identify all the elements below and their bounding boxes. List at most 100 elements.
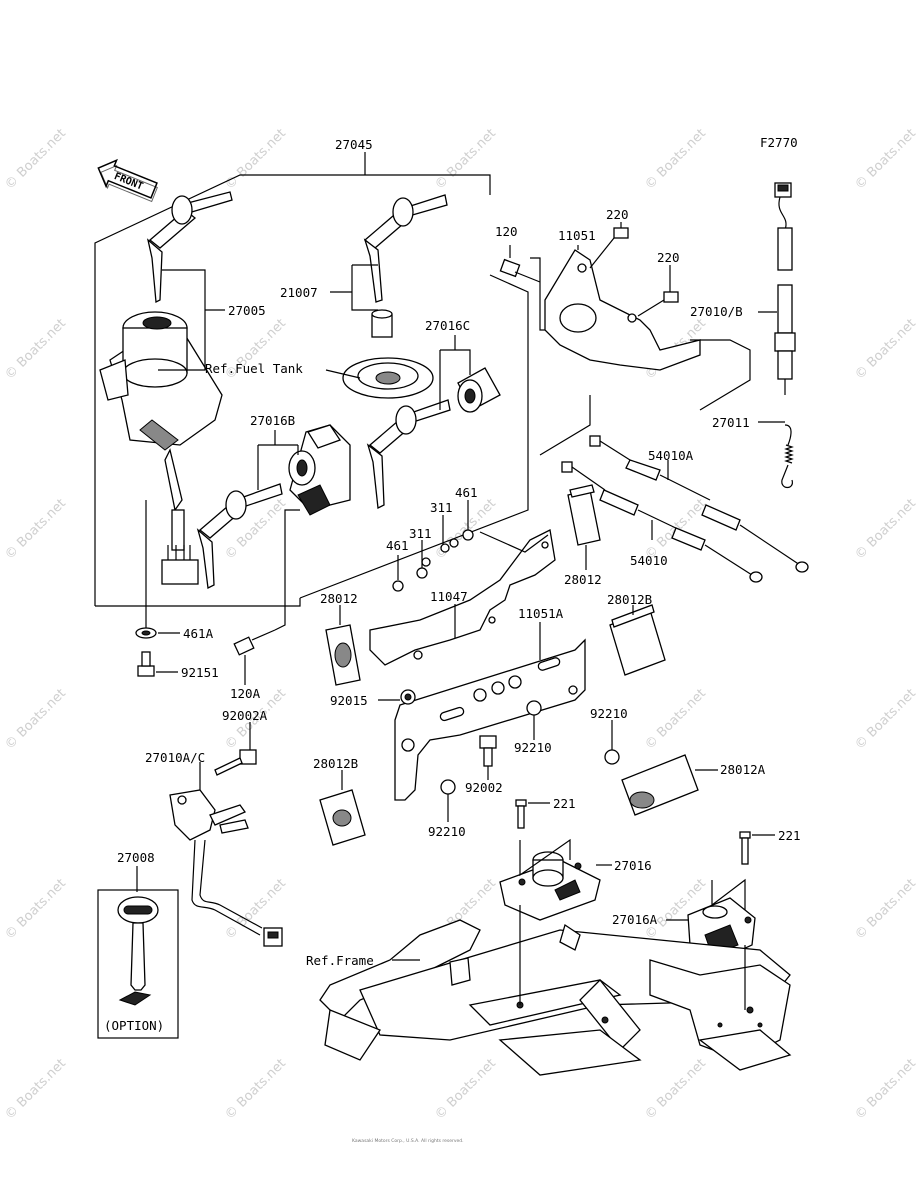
option-label: (OPTION) <box>104 1018 164 1033</box>
reflector-28012a <box>621 754 699 816</box>
part-label-11047: 11047 <box>430 589 468 604</box>
part-label-220-a: 220 <box>606 207 629 222</box>
nut-92210-b <box>604 749 620 765</box>
part-label-92210-c: 92210 <box>428 824 466 839</box>
part-label-27016b: 27016B <box>250 413 295 428</box>
watermark: © Boats.net <box>2 1056 69 1123</box>
part-label-27016: 27016 <box>614 858 652 873</box>
part-label-120: 120 <box>495 224 518 239</box>
part-label-28012-left: 28012 <box>320 591 358 606</box>
watermark: © Boats.net <box>852 126 917 193</box>
lock-housing-27016b <box>196 424 351 589</box>
nut-92210-c <box>440 779 456 795</box>
pad-28012-left <box>325 624 361 686</box>
leader-27005 <box>158 269 206 371</box>
spring-27011 <box>781 424 794 489</box>
bolt-92002a <box>214 749 257 776</box>
key-icon <box>146 191 233 304</box>
watermark: © Boats.net <box>2 316 69 383</box>
part-label-27016a: 27016A <box>612 912 658 927</box>
part-label-92210-a: 92210 <box>514 740 552 755</box>
footer-copyright: Kawasaki Motors Corp., U.S.A. All rights… <box>352 1138 464 1144</box>
bracket-11051 <box>544 249 701 371</box>
ref-frame: Ref.Frame <box>306 953 374 968</box>
bolt-220-b <box>637 265 679 317</box>
part-label-28012-right: 28012 <box>564 572 602 587</box>
watermark: © Boats.net <box>852 316 917 383</box>
watermark: © Boats.net <box>432 1056 499 1123</box>
watermark: © Boats.net <box>432 126 499 193</box>
part-label-27005: 27005 <box>228 303 266 318</box>
watermark: © Boats.net <box>222 1056 289 1123</box>
part-label-28012b-left: 28012B <box>313 756 358 771</box>
part-label-27011: 27011 <box>712 415 750 430</box>
part-label-21007: 21007 <box>280 285 318 300</box>
mount-27016 <box>499 851 601 921</box>
option-key-box <box>97 889 179 1039</box>
watermark: © Boats.net <box>2 686 69 753</box>
part-label-92210-b: 92210 <box>590 706 628 721</box>
pad-28012b-left <box>319 789 366 846</box>
watermark: © Boats.net <box>852 876 917 943</box>
part-label-27008: 27008 <box>117 850 155 865</box>
switch-27010b <box>774 182 796 395</box>
front-arrow-icon: FRONT <box>97 158 158 203</box>
cable-54010 <box>561 461 763 583</box>
screw-221-b <box>739 831 751 865</box>
bolt-120 <box>499 258 541 283</box>
part-label-92015: 92015 <box>330 693 368 708</box>
part-label-311-a: 311 <box>409 526 432 541</box>
figure-code: F2770 <box>760 135 798 150</box>
nut-92210-a <box>526 700 542 716</box>
bracket-11047 <box>369 529 556 666</box>
lock-cylinder-27016c <box>366 367 501 509</box>
watermark: © Boats.net <box>852 1056 917 1123</box>
bracket-11051a <box>394 638 586 801</box>
part-label-92151: 92151 <box>181 665 219 680</box>
part-label-92002: 92002 <box>465 780 503 795</box>
part-label-92002a: 92002A <box>222 708 268 723</box>
watermark: © Boats.net <box>642 686 709 753</box>
washers <box>392 529 474 592</box>
part-label-54010: 54010 <box>630 553 668 568</box>
watermark: © Boats.net <box>222 126 289 193</box>
part-label-11051: 11051 <box>558 228 596 243</box>
set-outline-27045 <box>94 152 529 607</box>
part-label-11051a: 11051A <box>518 606 564 621</box>
part-label-461-a: 461 <box>386 538 409 553</box>
cable-54010a <box>589 435 809 573</box>
washer-461a <box>135 627 157 639</box>
watermark: © Boats.net <box>642 126 709 193</box>
part-label-221-b: 221 <box>778 828 801 843</box>
part-label-461-b: 461 <box>455 485 478 500</box>
bolt-120a <box>233 629 276 656</box>
part-label-27045: 27045 <box>335 137 373 152</box>
fuel-cap-key <box>363 194 448 338</box>
part-label-27010ac: 27010A/C <box>145 750 205 765</box>
ignition-switch <box>99 311 223 585</box>
part-label-311-b: 311 <box>430 500 453 515</box>
part-label-27010b: 27010/B <box>690 304 743 319</box>
watermark: © Boats.net <box>2 876 69 943</box>
watermark: © Boats.net <box>852 686 917 753</box>
frame <box>319 919 792 1076</box>
nut-92015 <box>400 689 416 705</box>
part-label-28012b-right: 28012B <box>607 592 652 607</box>
part-label-221-a: 221 <box>553 796 576 811</box>
part-label-54010a: 54010A <box>648 448 694 463</box>
part-label-461a: 461A <box>183 626 214 641</box>
watermark: © Boats.net <box>642 1056 709 1123</box>
watermark: © Boats.net <box>2 496 69 563</box>
ref-fuel-tank: Ref.Fuel Tank <box>205 361 303 376</box>
watermark: © Boats.net <box>2 126 69 193</box>
switch-27010ac <box>169 789 283 947</box>
part-label-220-b: 220 <box>657 250 680 265</box>
part-label-27016c: 27016C <box>425 318 470 333</box>
bolt-220-a <box>589 222 629 269</box>
part-label-120a: 120A <box>230 686 261 701</box>
bolt-92151 <box>137 651 155 677</box>
watermark: © Boats.net <box>852 496 917 563</box>
pad-28012-right <box>567 484 601 546</box>
pad-28012b-right <box>609 604 666 676</box>
